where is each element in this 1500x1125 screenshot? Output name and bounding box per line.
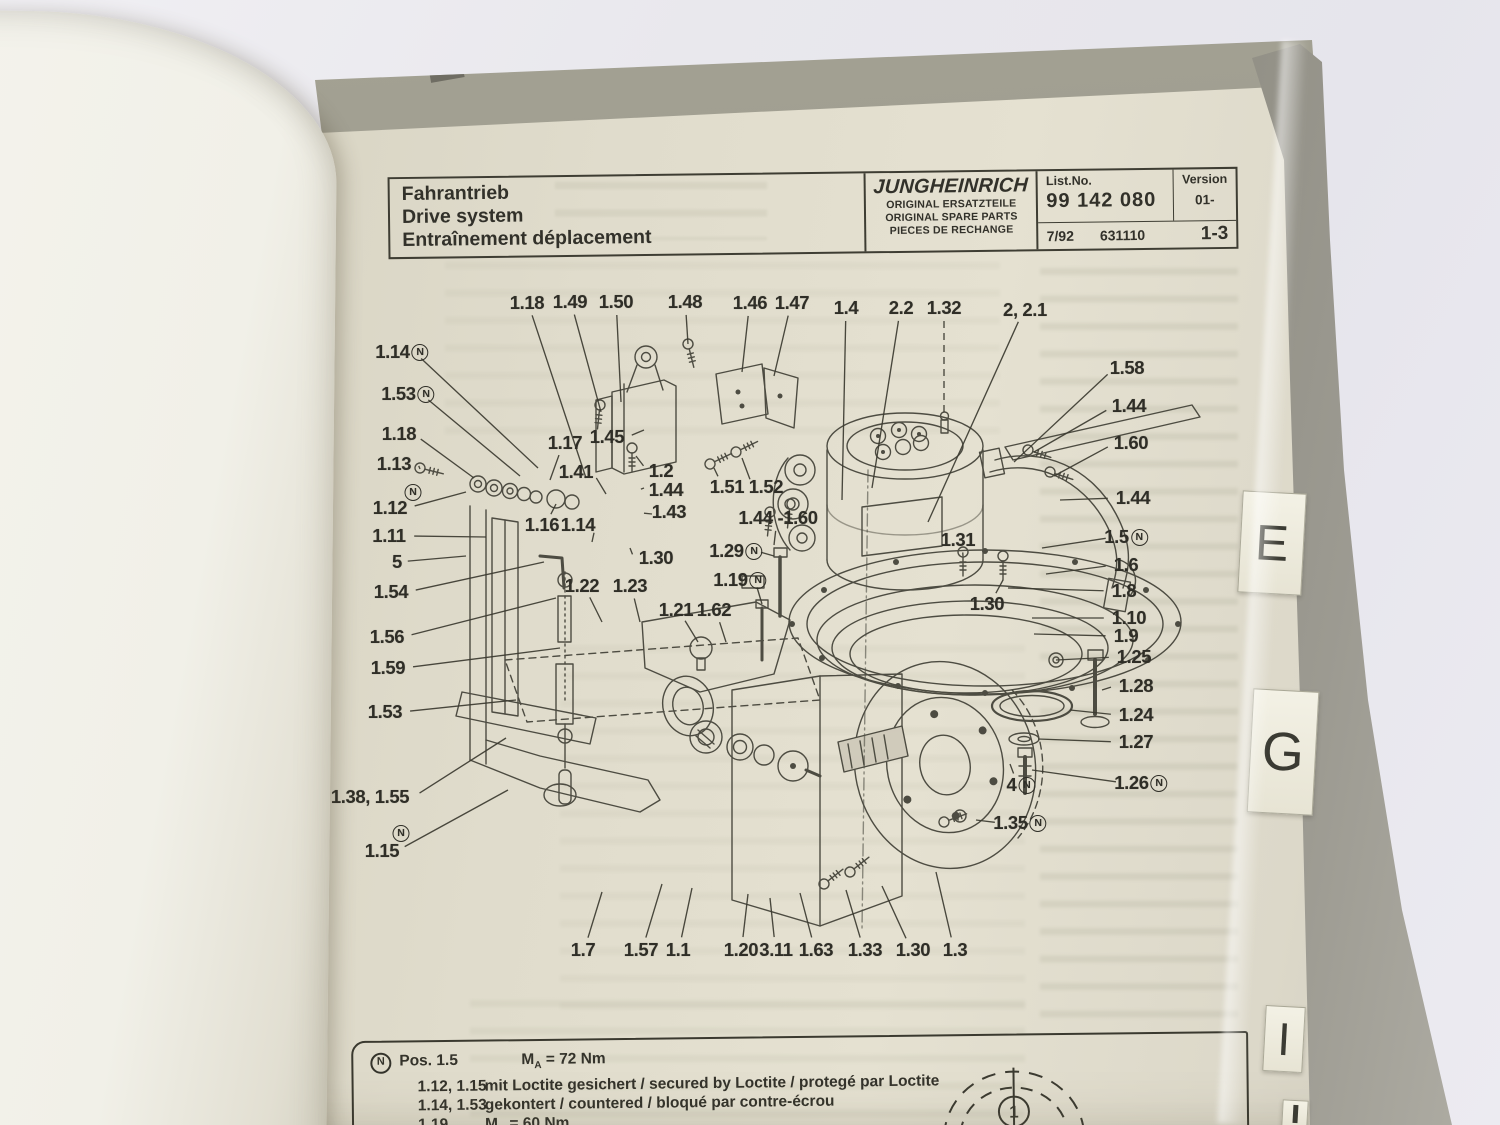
part-callout: 1.23 bbox=[612, 575, 648, 596]
page-showthrough bbox=[555, 182, 767, 240]
part-callout: 1.11 bbox=[372, 525, 406, 546]
part-callout: 2.2 bbox=[888, 297, 914, 318]
part-callout: 1.58 bbox=[1109, 357, 1145, 378]
page-showthrough bbox=[1040, 268, 1238, 1034]
circled-n-marker: N bbox=[1029, 815, 1047, 832]
svg-text:1: 1 bbox=[1009, 1103, 1019, 1122]
part-callout: 1.45 bbox=[589, 426, 625, 447]
part-callout: 1.10 bbox=[1111, 607, 1147, 628]
part-callout: 1.8 bbox=[1111, 580, 1137, 601]
part-callout: 1.13 bbox=[376, 453, 412, 474]
part-callout: 1.44 bbox=[648, 479, 684, 500]
wheel-schematic: 1 bbox=[943, 1067, 1086, 1125]
part-callout: 1.49 bbox=[552, 291, 588, 312]
part-callout: 1.6 bbox=[1113, 554, 1139, 575]
blank-facing-page bbox=[0, 9, 339, 1125]
part-callout: 1.17 bbox=[547, 432, 583, 453]
part-callout: 1.47 bbox=[774, 292, 810, 313]
circled-n-marker: N bbox=[417, 386, 435, 403]
part-callout: 1.18 bbox=[509, 292, 545, 313]
part-callout: 1.1 bbox=[665, 939, 691, 960]
part-callout: 1.28 bbox=[1118, 675, 1154, 696]
part-callout: 1.56 bbox=[369, 626, 405, 647]
part-callout: 1.62 bbox=[696, 599, 732, 620]
part-callout: 1.4 bbox=[833, 297, 859, 318]
circled-n-marker: N bbox=[1150, 775, 1168, 792]
index-tab-i[interactable]: I bbox=[1262, 1004, 1306, 1074]
part-callout: 1.33 bbox=[847, 939, 883, 960]
part-callout: 1.50 bbox=[598, 291, 634, 312]
part-callout: 1.3 bbox=[942, 939, 968, 960]
part-callout: 1.27 bbox=[1118, 731, 1154, 752]
part-callout: 1.15 bbox=[364, 840, 400, 861]
part-callout: 1.63 bbox=[798, 939, 834, 960]
part-callout: 1.30 bbox=[969, 593, 1005, 614]
part-callout: 1.24 bbox=[1118, 704, 1154, 725]
part-callout: 1.30 bbox=[638, 547, 674, 568]
part-callout: 1.41 bbox=[558, 461, 594, 482]
part-callout: 1.7 bbox=[570, 939, 596, 960]
part-callout: N bbox=[391, 822, 410, 844]
circled-n-marker: N bbox=[745, 543, 763, 560]
part-callout: 1.22 bbox=[564, 575, 600, 596]
page-showthrough bbox=[470, 1000, 1025, 1120]
part-callout: 1.12 bbox=[372, 497, 408, 518]
page-showthrough bbox=[445, 262, 1000, 447]
tab-letter-fragment bbox=[1292, 1104, 1298, 1123]
part-callout: 1.48 bbox=[667, 291, 703, 312]
part-callout: 1.59 bbox=[370, 657, 406, 678]
part-callout: 1.21 bbox=[658, 599, 694, 620]
part-callout: N bbox=[403, 481, 422, 503]
part-callout: 1.16 bbox=[524, 514, 560, 535]
part-callout: 1.60 bbox=[1113, 432, 1149, 453]
circled-n-marker: N bbox=[392, 825, 410, 842]
part-callout: 3.11 bbox=[759, 939, 793, 960]
part-callout: 1.46 bbox=[732, 292, 768, 313]
part-callout: 1.31 bbox=[940, 529, 976, 550]
part-callout: 1.44 -1.60 bbox=[738, 507, 818, 528]
part-callout: 1.14 bbox=[560, 514, 596, 535]
part-callout: 1.44 bbox=[1115, 487, 1151, 508]
part-callout: 2, 2.1 bbox=[1003, 299, 1047, 320]
circled-n-marker: N bbox=[1130, 529, 1148, 546]
part-callout: 1.2 bbox=[648, 460, 674, 481]
part-callout: 1.25 bbox=[1116, 646, 1152, 667]
part-callout: 1.44 bbox=[1111, 395, 1147, 416]
diagram-linework bbox=[413, 337, 1201, 931]
part-callout: 5 bbox=[392, 551, 402, 572]
part-callout: 1.57 bbox=[623, 939, 659, 960]
part-callout: 1.30 bbox=[895, 939, 931, 960]
part-callout: 1.32 bbox=[926, 297, 962, 318]
part-callout: 1.18 bbox=[381, 423, 417, 444]
part-callout: 1.9 bbox=[1113, 625, 1139, 646]
part-callout: 1.52 bbox=[748, 476, 784, 497]
part-callout: 1.38, 1.55 bbox=[330, 786, 410, 807]
index-tab-partial[interactable] bbox=[1281, 1099, 1309, 1125]
circled-n-marker: N bbox=[404, 484, 422, 501]
part-callout: 1.54 bbox=[373, 581, 409, 602]
circled-n-marker: N bbox=[749, 572, 767, 589]
part-callout: 1.53 bbox=[367, 701, 403, 722]
part-callout: 1.51 bbox=[709, 476, 745, 497]
circled-n-marker: N bbox=[1018, 777, 1036, 794]
page-showthrough bbox=[560, 645, 1025, 1030]
part-callout: 1.43 bbox=[651, 501, 687, 522]
part-callout: 1.20 bbox=[723, 939, 759, 960]
circled-n-marker: N bbox=[411, 344, 429, 361]
